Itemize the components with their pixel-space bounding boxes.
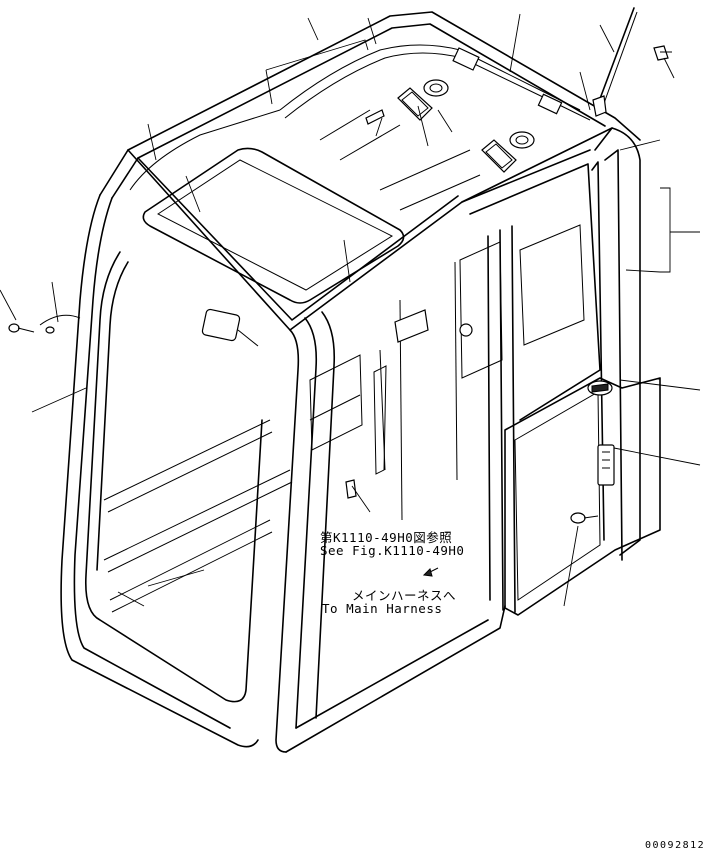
- reference-note-english: See Fig.K1110-49H0: [320, 543, 465, 558]
- interior-components: [8, 224, 615, 613]
- leader-lines: [0, 13, 701, 607]
- drawing-number: 00092812: [645, 840, 706, 851]
- roof-details: [129, 7, 672, 304]
- harness-note-japanese: メインハーネスへ: [352, 588, 457, 603]
- reference-note-japanese: 第K1110-49H0図参照: [320, 530, 453, 545]
- harness-note-english: To Main Harness: [322, 601, 443, 616]
- cab-frame: [60, 11, 661, 753]
